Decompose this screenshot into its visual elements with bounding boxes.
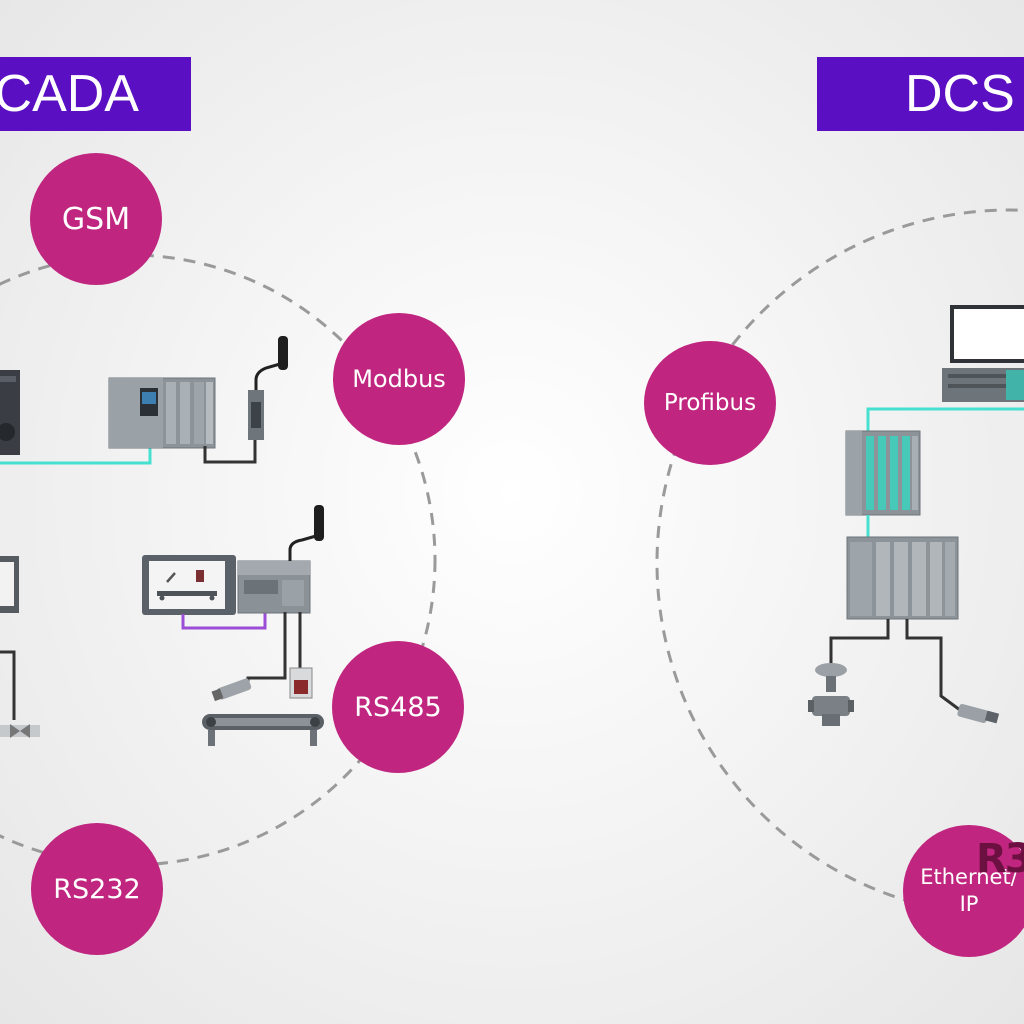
control-valve-icon <box>808 663 854 726</box>
plc-modem-cable <box>203 438 257 464</box>
rs232-bubble: RS232 <box>31 823 163 955</box>
modbus-label: Modbus <box>352 365 446 393</box>
rs485-label: RS485 <box>354 691 442 723</box>
scada-banner-label: CADA <box>0 65 139 123</box>
plc-rack-icon <box>108 377 216 449</box>
partial-valve-icon <box>0 724 40 738</box>
left-valve-cable <box>0 650 16 720</box>
ethernet-label-line2: IP <box>959 892 979 916</box>
proximity-sensor-icon <box>211 678 252 702</box>
ethernet-ip-bubble: Ethernet/ IP <box>903 825 1024 957</box>
hmi-panel-icon <box>142 555 236 615</box>
dcs-proximity-sensor-icon <box>957 703 1000 724</box>
dcs-sensor-cable <box>905 619 961 712</box>
partial-hmi-left-icon <box>0 556 19 613</box>
profibus-label: Profibus <box>663 390 757 416</box>
dcs-io-rack-icon <box>846 536 959 620</box>
rs485-bubble: RS485 <box>332 641 464 773</box>
dcs-banner-label: DCS <box>905 65 1015 123</box>
dcs-server-icon <box>942 368 1024 402</box>
rtu-controller-icon <box>237 505 324 614</box>
ethernet-label-line1: Ethernet/ <box>920 865 1018 889</box>
gsm-bubble: GSM <box>30 153 162 285</box>
conveyor-belt-icon <box>202 714 324 746</box>
scada-network-line <box>0 447 152 465</box>
hmi-plc-cable <box>181 612 267 630</box>
gsm-modem-icon <box>248 336 288 440</box>
dcs-monitor-icon <box>950 305 1024 363</box>
dcs-banner: DCS <box>817 57 1024 131</box>
profibus-bubble: Profibus <box>644 341 776 465</box>
modbus-bubble: Modbus <box>333 313 465 445</box>
dcs-controller-icon <box>845 430 921 516</box>
gsm-label: GSM <box>61 201 131 237</box>
rs232-label: RS232 <box>53 873 141 905</box>
tower-pc-icon <box>0 370 20 455</box>
dcs-network-line <box>866 407 1024 432</box>
dcs-valve-cable <box>829 619 890 666</box>
photo-sensor-icon <box>289 667 313 699</box>
brand-logo: R3 <box>976 836 1024 882</box>
scada-banner: CADA <box>0 57 191 131</box>
